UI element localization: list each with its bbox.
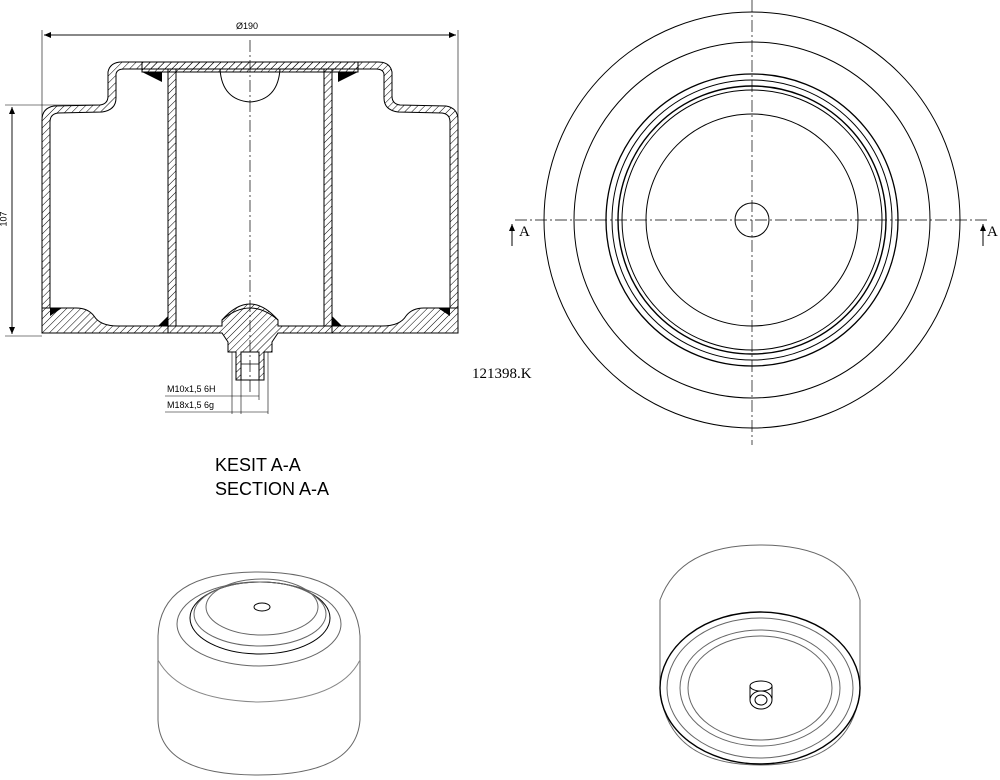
height-label: 107 [0, 211, 9, 227]
bottom-plate-right [331, 307, 459, 334]
iso-body-outline [157, 571, 361, 776]
top-view [509, 0, 990, 445]
inner-tube-right-wall [323, 68, 333, 327]
section-marker-right: A [987, 224, 998, 240]
iso-body-outline-2 [659, 544, 861, 766]
seal-top-right [338, 72, 358, 82]
seal-bottom-right [438, 308, 450, 316]
caption-line-1: KESIT A-A [215, 455, 301, 475]
diameter-label: Ø190 [236, 21, 259, 31]
thread-external-label: M18x1,5 6g [167, 400, 215, 410]
seal-bottom-left [50, 308, 62, 316]
seal-top-left [142, 72, 162, 82]
section-marker-left: A [519, 224, 530, 240]
inner-tube-left-wall [167, 68, 177, 327]
iso-view-top [157, 571, 361, 776]
iso-boss [749, 690, 773, 710]
seal-tube-bl [158, 316, 168, 326]
bottom-plate-left [41, 307, 169, 334]
seal-tube-br [332, 316, 342, 326]
thread-internal-label: M10x1,5 6H [167, 384, 216, 394]
drawing-code: 121398.K [472, 366, 532, 382]
iso-view-bottom [659, 544, 861, 766]
caption-line-2: SECTION A-A [215, 479, 330, 499]
iso-top-hole [253, 602, 271, 612]
section-view [5, 30, 459, 414]
outer-shell-wall [41, 61, 459, 309]
